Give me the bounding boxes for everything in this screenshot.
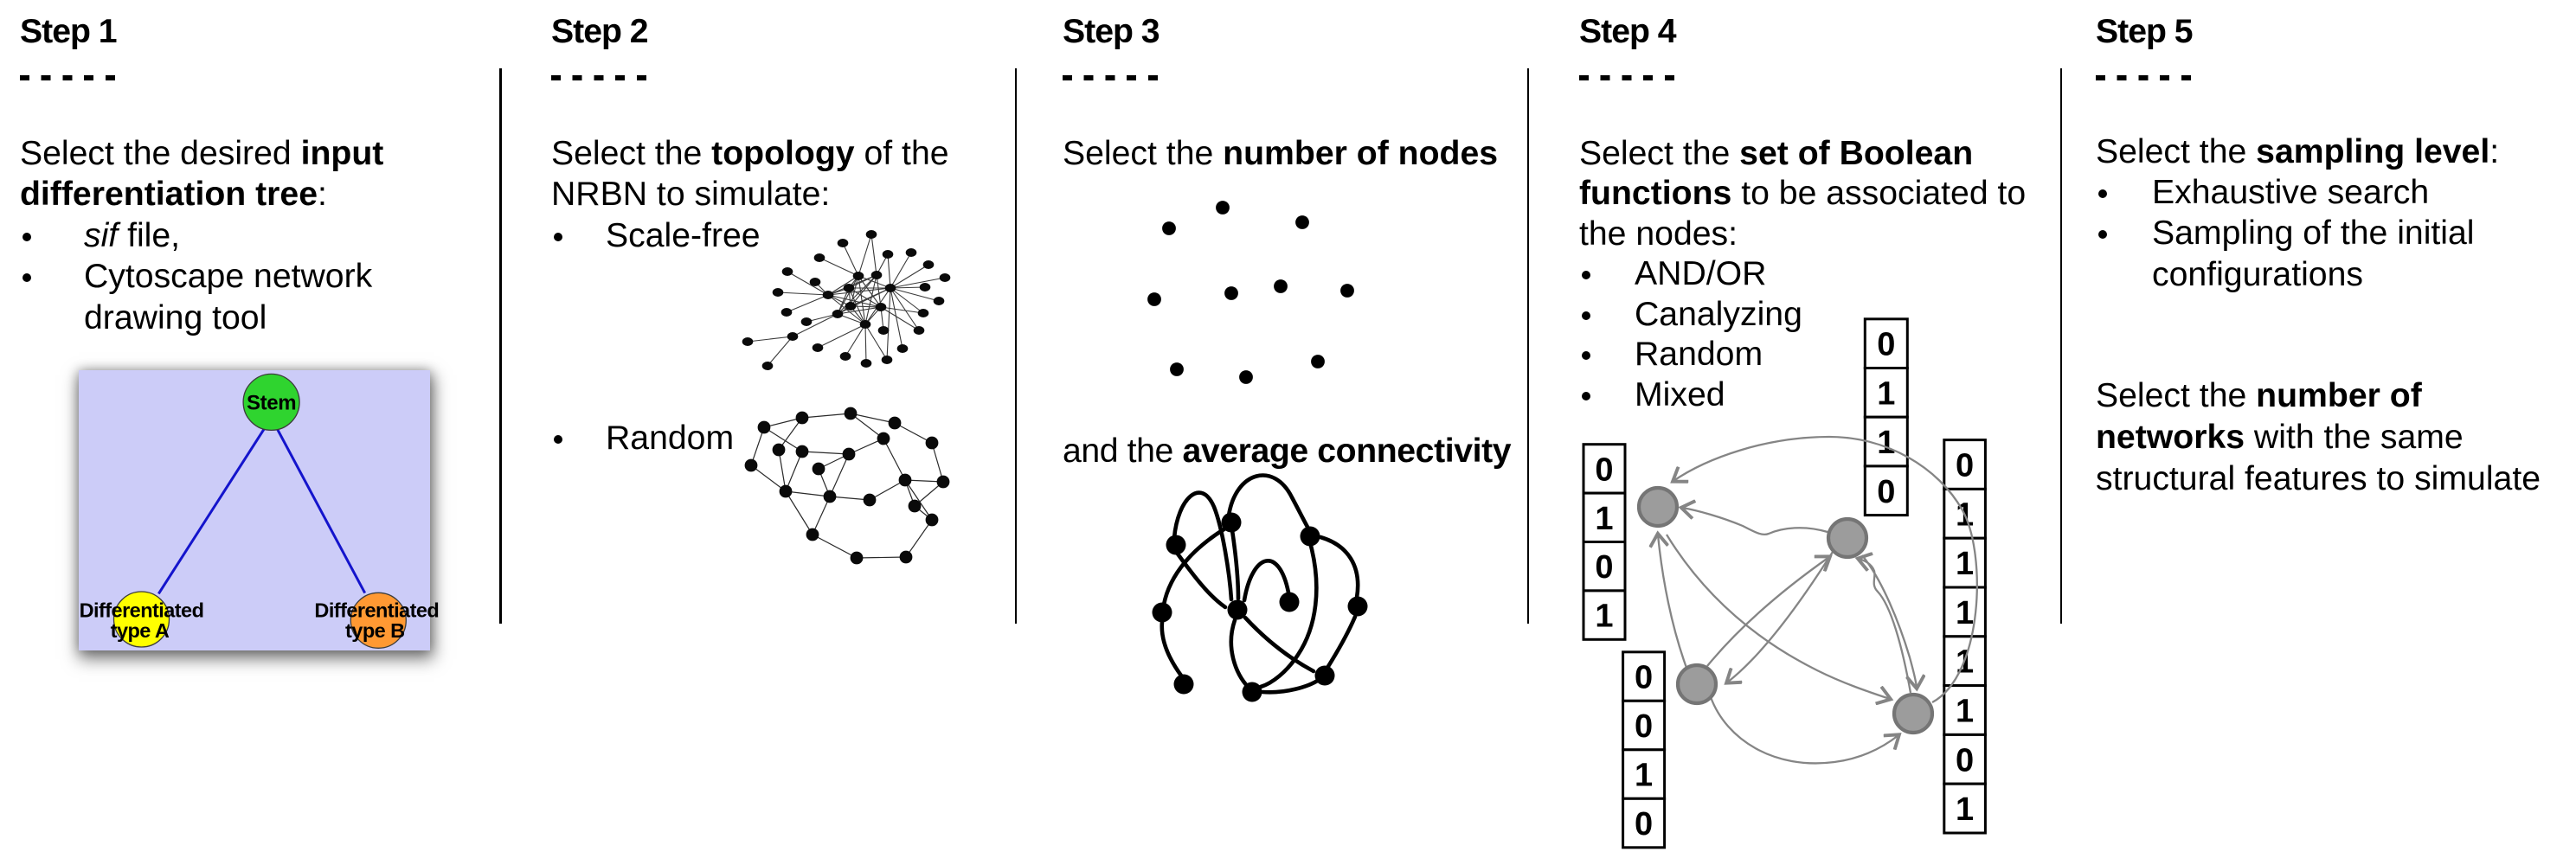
svg-text:Differentiated: Differentiated [79, 599, 203, 621]
svg-text:0: 0 [1877, 474, 1895, 510]
svg-text:type B: type B [345, 619, 405, 642]
svg-text:1: 1 [1956, 791, 1974, 828]
svg-text:0: 0 [1595, 549, 1613, 586]
svg-text:1: 1 [1635, 758, 1653, 794]
svg-text:1: 1 [1595, 599, 1613, 635]
svg-text:type A: type A [110, 619, 169, 642]
svg-text:Stem: Stem [247, 391, 296, 414]
svg-text:0: 0 [1635, 708, 1653, 745]
svg-text:0: 0 [1956, 742, 1974, 778]
svg-text:0: 0 [1956, 448, 1974, 484]
svg-text:1: 1 [1877, 425, 1895, 461]
svg-text:0: 0 [1595, 452, 1613, 488]
svg-text:0: 0 [1635, 806, 1653, 842]
svg-text:Differentiated: Differentiated [314, 599, 439, 621]
svg-text:0: 0 [1635, 660, 1653, 696]
svg-text:0: 0 [1877, 327, 1895, 363]
svg-text:1: 1 [1956, 546, 1974, 582]
svg-text:1: 1 [1595, 501, 1613, 537]
svg-text:1: 1 [1877, 375, 1895, 412]
svg-text:1: 1 [1956, 595, 1974, 631]
svg-text:1: 1 [1956, 694, 1974, 730]
